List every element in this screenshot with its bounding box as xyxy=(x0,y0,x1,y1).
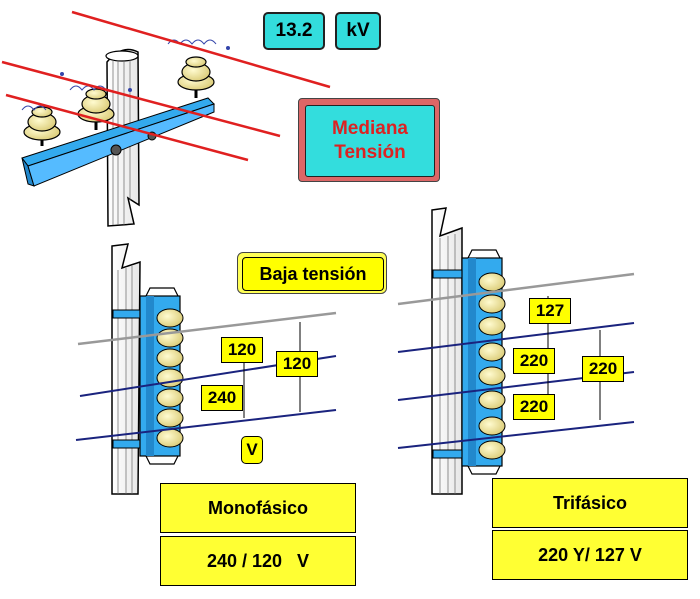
single-phase-value: 240 / 120 V xyxy=(206,550,310,571)
three-phase-title: Trifásico xyxy=(552,492,628,513)
single-phase-unit-label: V xyxy=(241,436,263,464)
three-phase-title-box: Trifásico xyxy=(492,478,688,528)
low-voltage-title: Baja tensión xyxy=(259,263,367,284)
medium-voltage-line2: Tensión xyxy=(334,142,406,163)
three-phase-value-box: 220 Y/ 127 V xyxy=(492,530,688,580)
three-phase-spool-stack xyxy=(478,272,506,460)
low-voltage-box: Baja tensión xyxy=(237,252,387,294)
medium-voltage-box: Mediana Tensión xyxy=(298,98,440,182)
single-phase-pole xyxy=(75,243,337,495)
voltage-value: 13.2 xyxy=(275,20,313,41)
three-phase-low-label: 220 xyxy=(513,394,555,420)
medium-voltage-line1: Mediana xyxy=(331,118,409,139)
single-phase-title: Monofásico xyxy=(207,497,308,518)
three-phase-mid-label: 220 xyxy=(513,348,555,374)
three-phase-top-label: 127 xyxy=(529,298,571,324)
three-phase-value: 220 Y/ 127 V xyxy=(538,544,642,565)
voltage-unit-box: kV xyxy=(335,12,381,50)
single-phase-title-box: Monofásico xyxy=(160,483,356,533)
single-phase-value-box: 240 / 120 V xyxy=(160,536,356,586)
voltage-unit: kV xyxy=(346,20,370,41)
voltage-value-box: 13.2 xyxy=(263,12,325,50)
three-phase-side-label: 220 xyxy=(582,356,624,382)
mv-conductors xyxy=(1,10,331,162)
mv-crossarm xyxy=(21,97,215,187)
single-phase-lower-label: 240 xyxy=(201,385,243,411)
mv-insulators xyxy=(21,39,230,146)
single-phase-side-label: 120 xyxy=(276,351,318,377)
single-phase-upper-label: 120 xyxy=(221,337,263,363)
single-phase-spool-stack xyxy=(156,308,184,448)
